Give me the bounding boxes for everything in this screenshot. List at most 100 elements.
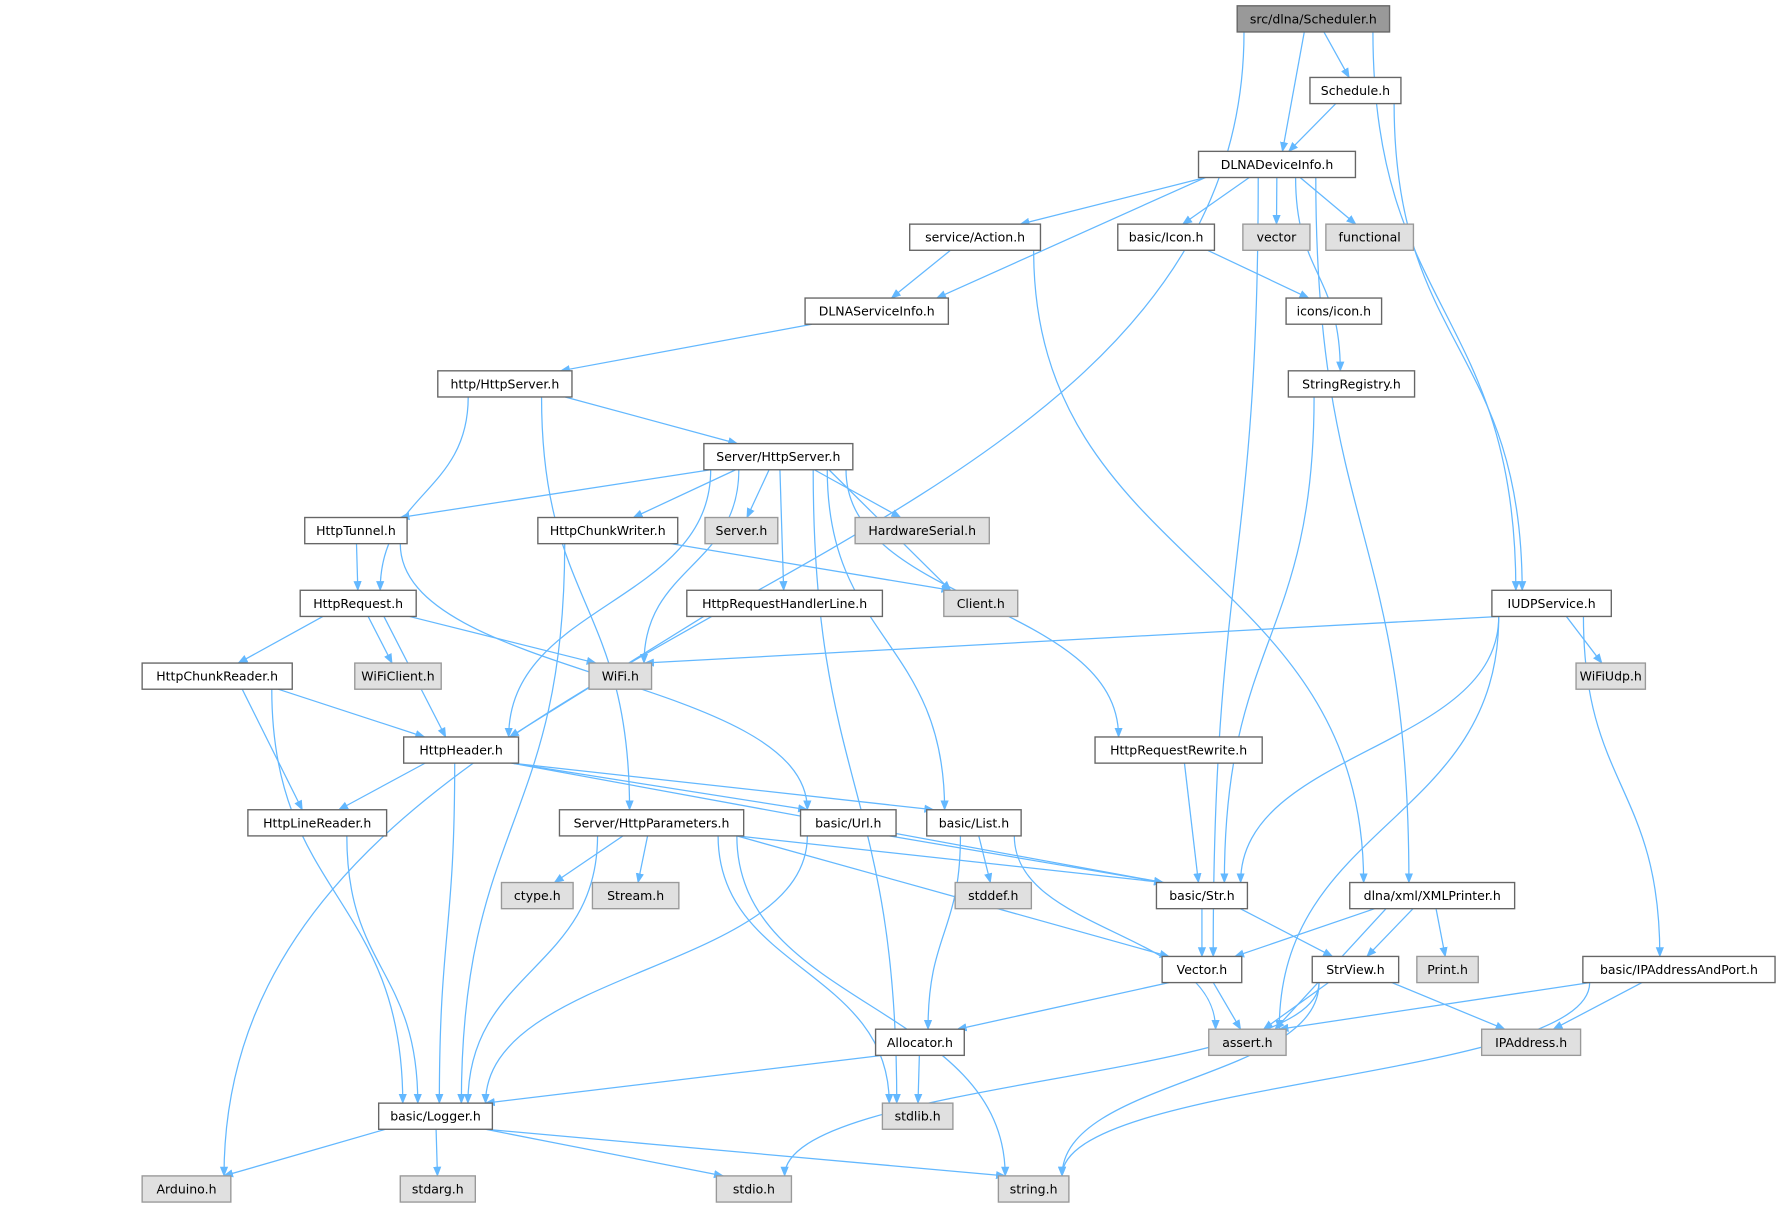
node-box bbox=[304, 516, 408, 545]
node-box bbox=[1349, 881, 1516, 910]
node-srvhttpserver[interactable]: Server/HttpServer.h bbox=[703, 442, 854, 471]
node-label: DLNADeviceInfo.h bbox=[1221, 157, 1334, 172]
node-iconsicon[interactable]: icons/icon.h bbox=[1285, 297, 1383, 325]
node-vectorh[interactable]: Vector.h bbox=[1161, 955, 1243, 984]
node-string[interactable]: string.h bbox=[997, 1175, 1070, 1203]
node-box bbox=[1575, 662, 1647, 690]
node-url[interactable]: basic/Url.h bbox=[799, 809, 897, 837]
node-label: stdio.h bbox=[733, 1181, 775, 1196]
node-stdlib[interactable]: stdlib.h bbox=[881, 1102, 954, 1130]
node-label: Print.h bbox=[1427, 962, 1468, 977]
node-chunkreader[interactable]: HttpChunkReader.h bbox=[141, 662, 293, 690]
edge-list-to-allocator bbox=[923, 835, 962, 1031]
node-label: string.h bbox=[1010, 1181, 1058, 1196]
edge-params-to-stream bbox=[635, 835, 649, 884]
node-vector[interactable]: vector bbox=[1242, 223, 1311, 251]
node-label: vector bbox=[1257, 230, 1298, 245]
node-tunnel[interactable]: HttpTunnel.h bbox=[304, 516, 408, 545]
edge-chunkwriter-to-client bbox=[670, 543, 952, 593]
node-box bbox=[943, 589, 1019, 618]
node-xmlprinter[interactable]: dlna/xml/XMLPrinter.h bbox=[1349, 881, 1516, 910]
node-iudp[interactable]: IUDPService.h bbox=[1491, 589, 1612, 618]
node-box bbox=[1309, 76, 1402, 105]
node-allocator[interactable]: Allocator.h bbox=[874, 1028, 965, 1057]
edge-ipport-to-assert bbox=[1278, 981, 1590, 1032]
node-linereader[interactable]: HttpLineReader.h bbox=[247, 809, 388, 837]
node-stddef[interactable]: stddef.h bbox=[954, 881, 1033, 910]
edge-header-to-url bbox=[511, 762, 809, 813]
node-chunkwriter[interactable]: HttpChunkWriter.h bbox=[537, 516, 679, 545]
node-hwserial[interactable]: HardwareSerial.h bbox=[854, 516, 990, 545]
node-client[interactable]: Client.h bbox=[943, 589, 1019, 618]
node-box bbox=[399, 1175, 476, 1203]
node-str[interactable]: basic/Str.h bbox=[1155, 881, 1249, 910]
edge-request-to-wificlient bbox=[367, 616, 393, 664]
node-dlnasrvinfo[interactable]: DLNAServiceInfo.h bbox=[804, 297, 950, 325]
edge-str-to-strview bbox=[1240, 908, 1334, 957]
edge-tunnel-to-request bbox=[353, 543, 362, 592]
node-icon[interactable]: basic/Icon.h bbox=[1117, 223, 1216, 251]
node-label: WiFiUdp.h bbox=[1580, 669, 1642, 684]
edge-logger-to-string bbox=[485, 1128, 1007, 1180]
node-box bbox=[1325, 223, 1415, 251]
node-strreg[interactable]: StringRegistry.h bbox=[1287, 370, 1416, 398]
node-box bbox=[1285, 297, 1383, 325]
node-stream[interactable]: Stream.h bbox=[591, 881, 680, 910]
node-label: Schedule.h bbox=[1321, 83, 1390, 98]
node-box bbox=[1480, 1028, 1582, 1057]
node-strview[interactable]: StrView.h bbox=[1311, 955, 1400, 984]
node-stdio[interactable]: stdio.h bbox=[715, 1175, 793, 1203]
edge-url-to-logger bbox=[481, 835, 808, 1105]
node-label: dlna/xml/XMLPrinter.h bbox=[1364, 888, 1501, 903]
node-arduino[interactable]: Arduino.h bbox=[141, 1175, 232, 1203]
node-scheduler[interactable]: src/dlna/Scheduler.h bbox=[1236, 5, 1391, 33]
node-box bbox=[1491, 589, 1612, 618]
edge-srvhttpserver-to-hwserial bbox=[814, 469, 902, 519]
edge-rewrite-to-str bbox=[1183, 763, 1202, 884]
node-params[interactable]: Server/HttpParameters.h bbox=[558, 809, 745, 837]
edge-httpserver-to-request bbox=[376, 396, 469, 592]
node-request[interactable]: HttpRequest.h bbox=[299, 589, 417, 618]
node-wifiudp[interactable]: WiFiUdp.h bbox=[1575, 662, 1647, 690]
node-wificlient[interactable]: WiFiClient.h bbox=[354, 662, 442, 690]
node-serverh[interactable]: Server.h bbox=[704, 516, 779, 545]
node-print[interactable]: Print.h bbox=[1416, 955, 1479, 984]
node-label: HttpChunkWriter.h bbox=[550, 523, 666, 538]
node-schedule[interactable]: Schedule.h bbox=[1309, 76, 1402, 105]
node-list[interactable]: basic/List.h bbox=[926, 809, 1022, 837]
node-box bbox=[1242, 223, 1311, 251]
node-box bbox=[881, 1102, 954, 1130]
edge-dlnadevinfo-to-functional bbox=[1299, 177, 1357, 225]
node-label: HttpRequest.h bbox=[313, 596, 403, 611]
node-ctype[interactable]: ctype.h bbox=[500, 881, 574, 910]
node-label: basic/IPAddressAndPort.h bbox=[1600, 962, 1758, 977]
node-header[interactable]: HttpHeader.h bbox=[402, 736, 520, 764]
node-label: IUDPService.h bbox=[1508, 596, 1596, 611]
node-label: icons/icon.h bbox=[1297, 304, 1371, 319]
node-action[interactable]: service/Action.h bbox=[909, 223, 1042, 251]
node-box bbox=[909, 223, 1042, 251]
edge-params-to-ctype bbox=[553, 835, 624, 884]
edge-strview-to-stdio bbox=[780, 982, 1320, 1177]
node-httpserver[interactable]: http/HttpServer.h bbox=[437, 370, 573, 398]
node-handlerline[interactable]: HttpRequestHandlerLine.h bbox=[686, 589, 884, 618]
node-dlnadevinfo[interactable]: DLNADeviceInfo.h bbox=[1197, 150, 1357, 179]
node-ipaddress[interactable]: IPAddress.h bbox=[1480, 1028, 1582, 1057]
node-box bbox=[854, 516, 990, 545]
edge-strview-to-string bbox=[1057, 982, 1320, 1177]
edge-allocator-to-logger bbox=[484, 1054, 883, 1107]
edge-ipport-to-ipaddress bbox=[1552, 982, 1643, 1030]
node-box bbox=[1582, 955, 1776, 984]
node-functional[interactable]: functional bbox=[1325, 223, 1415, 251]
node-label: HardwareSerial.h bbox=[868, 523, 976, 538]
node-box bbox=[799, 809, 897, 837]
edge-httpserver-to-params bbox=[540, 396, 634, 811]
node-assert[interactable]: assert.h bbox=[1208, 1028, 1287, 1057]
edge-scheduler-to-iudp bbox=[1372, 31, 1520, 592]
node-wifi[interactable]: WiFi.h bbox=[588, 662, 653, 690]
node-logger[interactable]: basic/Logger.h bbox=[377, 1102, 494, 1130]
node-stdarg[interactable]: stdarg.h bbox=[399, 1175, 476, 1203]
node-rewrite[interactable]: HttpRequestRewrite.h bbox=[1094, 736, 1263, 764]
node-label: HttpHeader.h bbox=[419, 743, 502, 758]
node-ipport[interactable]: basic/IPAddressAndPort.h bbox=[1582, 955, 1776, 984]
